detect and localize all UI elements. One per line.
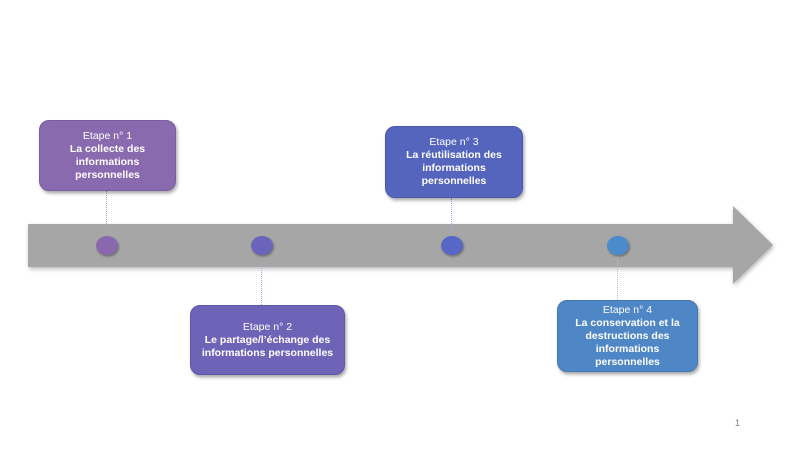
step-2-body: Le partage/l’échange des informations pe… <box>201 333 334 359</box>
step-2-title: Etape n° 2 <box>242 320 293 333</box>
timeline-arrow <box>28 206 773 284</box>
step-1-dot <box>96 236 118 255</box>
timeline-arrow-shape <box>28 206 773 284</box>
step-1-body: La collecte des informations personnelle… <box>69 142 146 181</box>
step-3-dot <box>441 236 463 255</box>
step-4-card: Etape n° 4 La conservation et la destruc… <box>557 300 698 372</box>
step-1-title: Etape n° 1 <box>82 129 133 142</box>
step-2-card: Etape n° 2 Le partage/l’échange des info… <box>190 305 345 375</box>
step-3-title: Etape n° 3 <box>429 136 479 148</box>
step-1-card: Etape n° 1 La collecte des informations … <box>39 120 176 191</box>
step-4-title: Etape n° 4 <box>602 303 653 316</box>
page-number: 1 <box>734 418 740 428</box>
step-3-connector <box>451 198 452 240</box>
step-2-dot <box>251 236 273 255</box>
step-4-body: La conservation et la destructions des i… <box>575 316 680 368</box>
step-3-card: Etape n° 3 La réutilisation des informat… <box>385 126 523 198</box>
step-3-body: La réutilisation des informations person… <box>406 149 502 187</box>
step-4-dot <box>607 236 629 255</box>
step-2-connector <box>261 252 262 305</box>
step-1-connector <box>106 191 107 240</box>
step-4-connector <box>617 252 618 300</box>
